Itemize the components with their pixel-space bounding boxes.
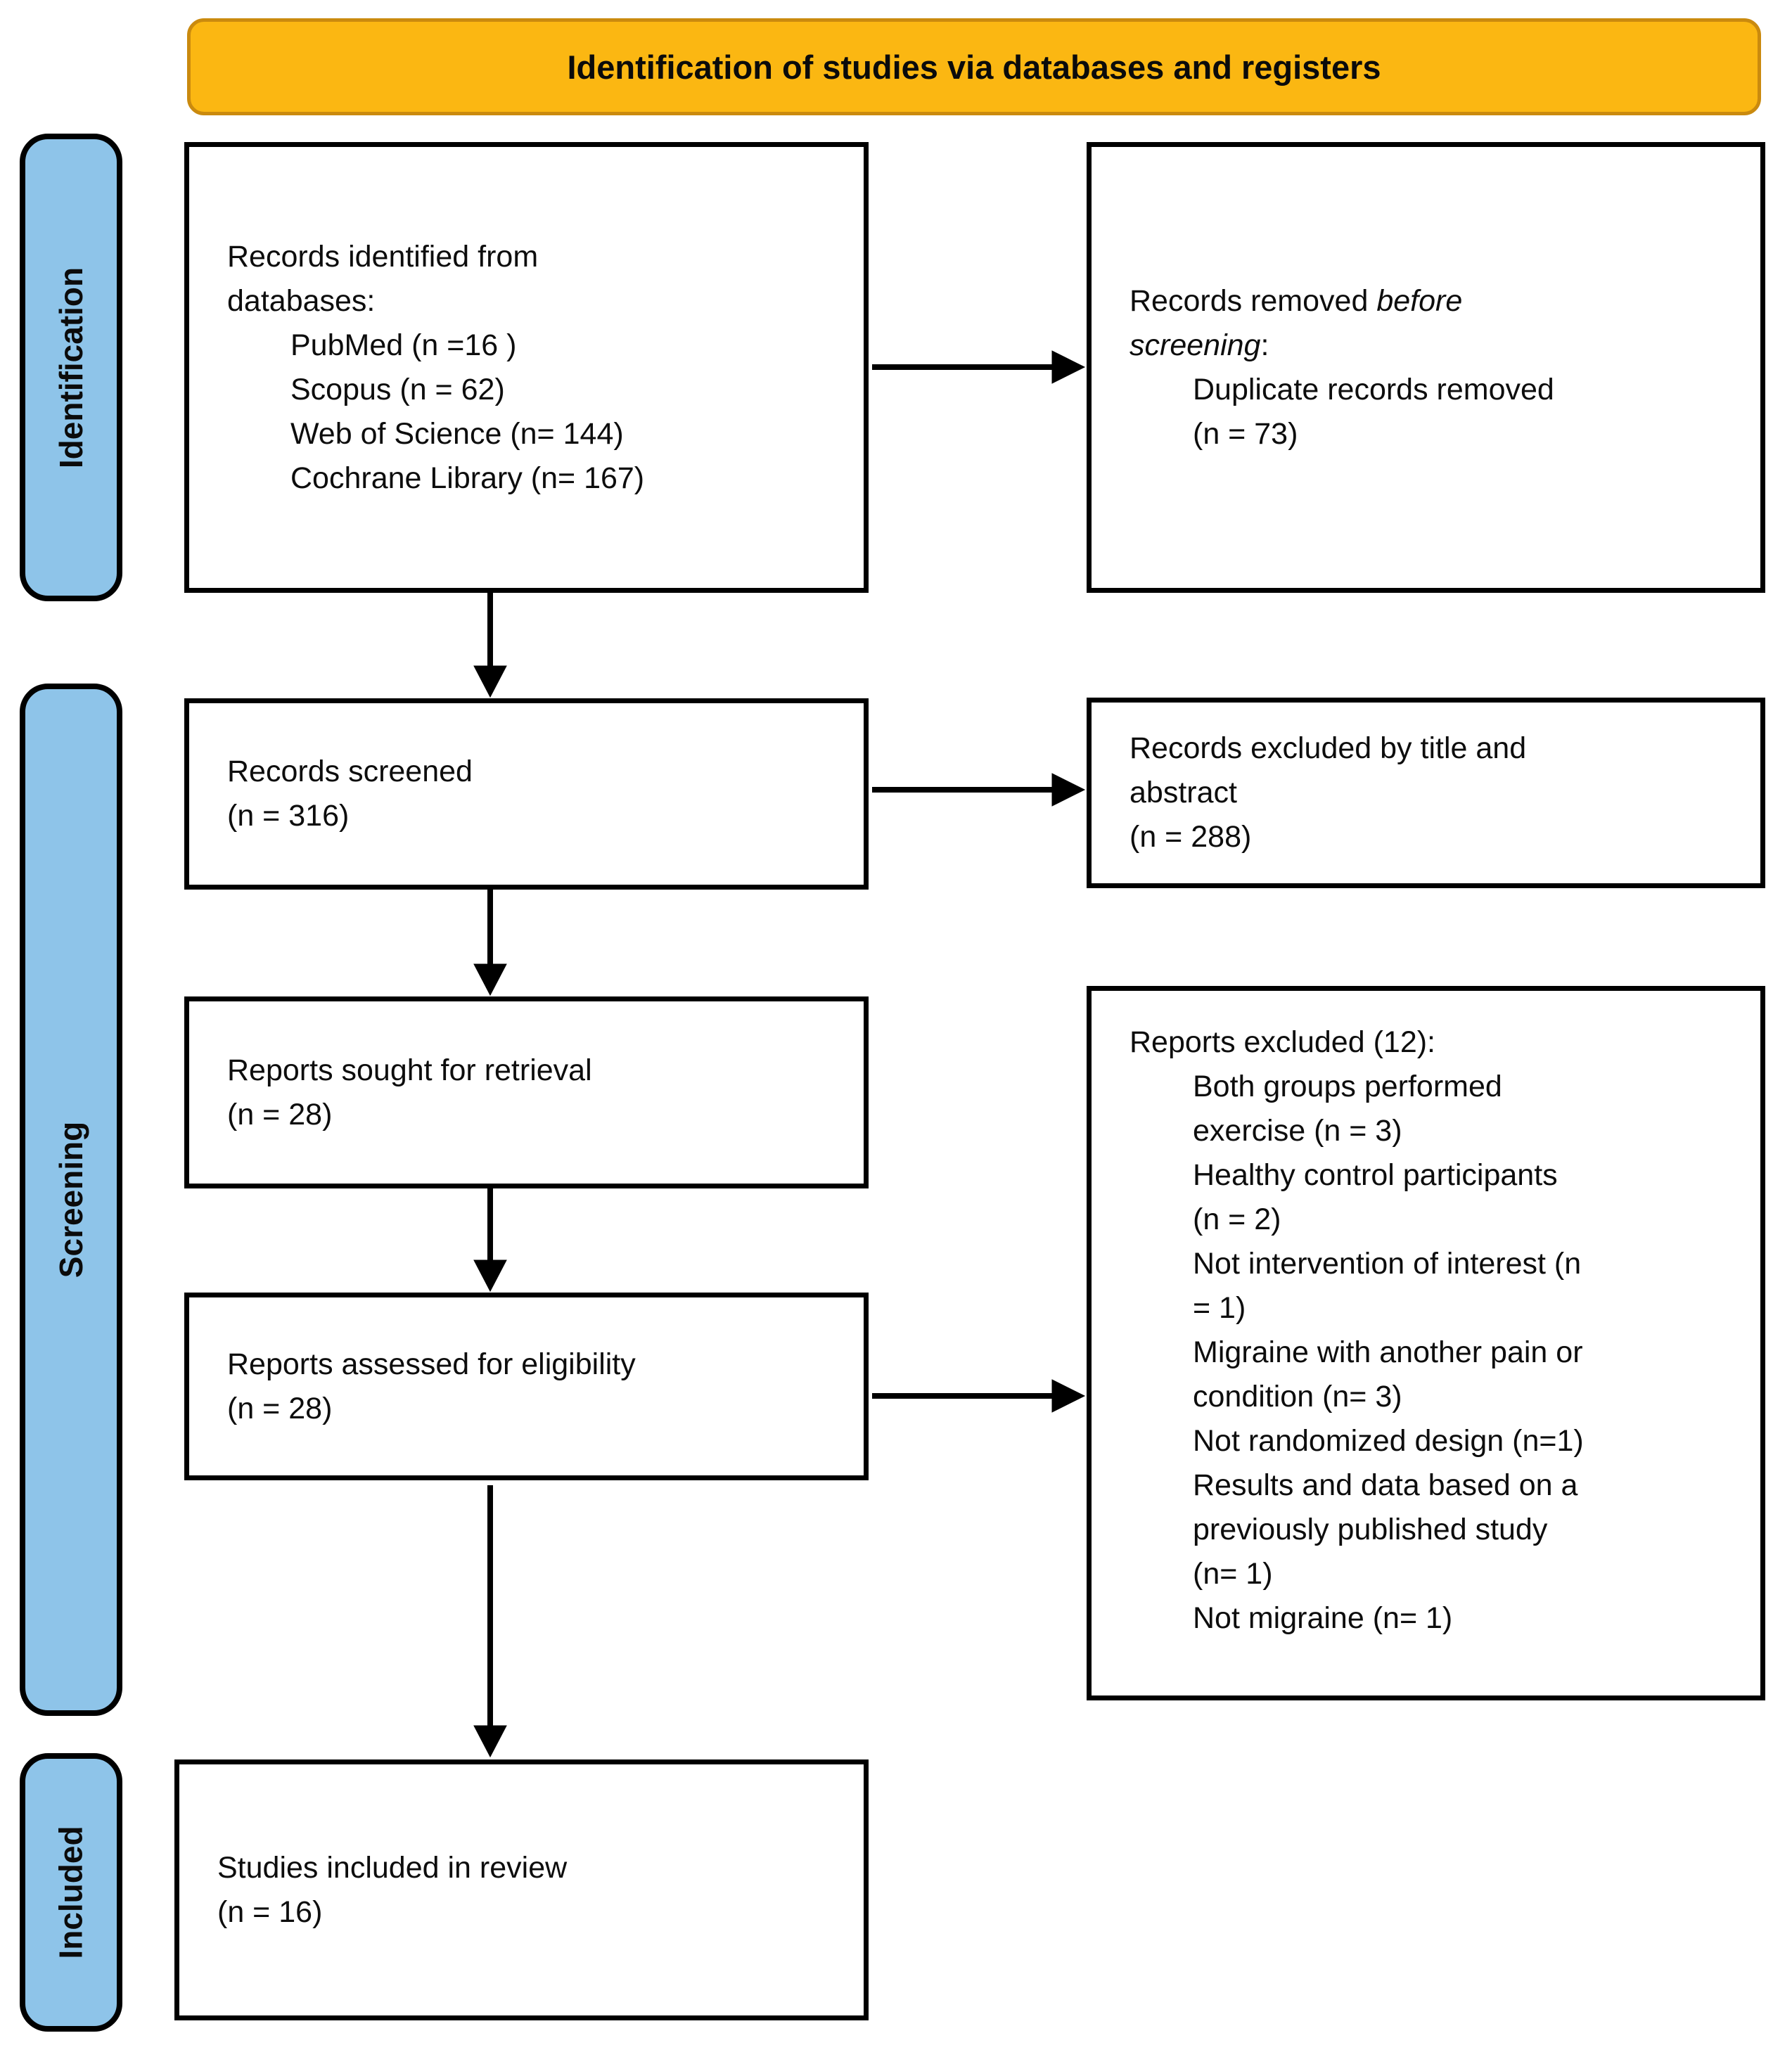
box-reports-assessed-for-eligibility: Reports assessed for eligibility (n = 28) [184,1293,869,1480]
box-text-line: Duplicate records removed [1193,372,1554,406]
box-text-line: Reports sought for retrieval [227,1053,592,1087]
box-text-line: (n = 28) [227,1097,333,1132]
box-text-line: Migraine with another pain or [1193,1335,1583,1369]
box-records-screened: Records screened (n = 316) [184,698,869,890]
box-text-line: Reports assessed for eligibility [227,1347,636,1381]
box-text-line: Studies included in review [217,1850,568,1885]
box-text-line: Healthy control participants [1193,1158,1558,1192]
box-text-line: (n = 73) [1193,416,1298,451]
box-text-line: Not migraine (n= 1) [1193,1601,1453,1635]
box-reports-sought-for-retrieval: Reports sought for retrieval (n = 28) [184,996,869,1188]
box-text-line: PubMed (n =16 ) [290,328,517,362]
box-text-line: Records screened [227,755,473,788]
box-text-line: Results and data based on a [1193,1468,1578,1502]
box-records-removed-before-screening: Records removed before screening: Duplicat… [1087,142,1765,593]
box-text-line: (n= 1) [1193,1557,1273,1591]
box-text-line: (n = 288) [1129,820,1252,854]
stage-label-included: Included [20,1753,122,2032]
box-text-line: exercise (n = 3) [1193,1114,1402,1148]
box-text-line: Records identified from [227,239,539,274]
banner-title: Identification of studies via databases … [567,48,1381,86]
box-reports-excluded-reasons: Reports excluded (12): Both groups perfor… [1087,986,1765,1700]
stage-label-identification: Identification [20,134,122,601]
box-text-line: databases: [227,283,376,318]
box-text-line: = 1) [1193,1291,1246,1325]
box-text-line: Both groups performed [1193,1070,1502,1103]
arrow-identified-to-removed [872,350,1086,384]
box-records-identified: Records identified from databases: PubMed … [184,142,869,593]
box-text-line: Cochrane Library (n= 167) [290,461,645,495]
box-text-line: condition (n= 3) [1193,1380,1402,1413]
arrow-assessed-to-reports-excluded [872,1379,1086,1413]
stage-label-screening: Screening [20,684,122,1716]
box-records-excluded-title-abstract: Records excluded by title and abstract (n … [1087,698,1765,888]
stage-label-included-text: Included [53,1826,89,1959]
arrow-identified-to-screened [473,593,507,698]
arrow-sought-to-assessed [473,1188,507,1293]
stage-label-identification-text: Identification [53,267,90,468]
box-text-line: (n = 16) [217,1895,323,1929]
box-text-line: (n = 316) [227,799,350,833]
box-text-line: Records removed before [1129,283,1463,318]
box-text-line: screening: [1129,328,1269,362]
box-text-line: previously published study [1193,1513,1548,1546]
box-text-line: Scopus (n = 62) [290,372,505,406]
box-text-line: (n = 28) [227,1391,333,1425]
stage-label-screening-text: Screening [53,1121,90,1278]
box-text-line: abstract [1129,776,1237,809]
arrow-screened-to-sought [473,890,507,996]
arrow-screened-to-excluded [872,773,1086,807]
box-text-line: Web of Science (n= 144) [290,416,624,451]
box-text-line: Not intervention of interest (n [1193,1247,1582,1281]
arrow-assessed-to-included [473,1485,507,1758]
box-text-line: Reports excluded (12): [1129,1025,1435,1059]
box-text-line: (n = 2) [1193,1203,1281,1236]
box-text-line: Not randomized design (n=1) [1193,1424,1584,1458]
banner: Identification of studies via databases … [187,18,1761,115]
box-studies-included-in-review: Studies included in review (n = 16) [174,1759,869,2020]
box-text-line: Records excluded by title and [1129,731,1527,765]
